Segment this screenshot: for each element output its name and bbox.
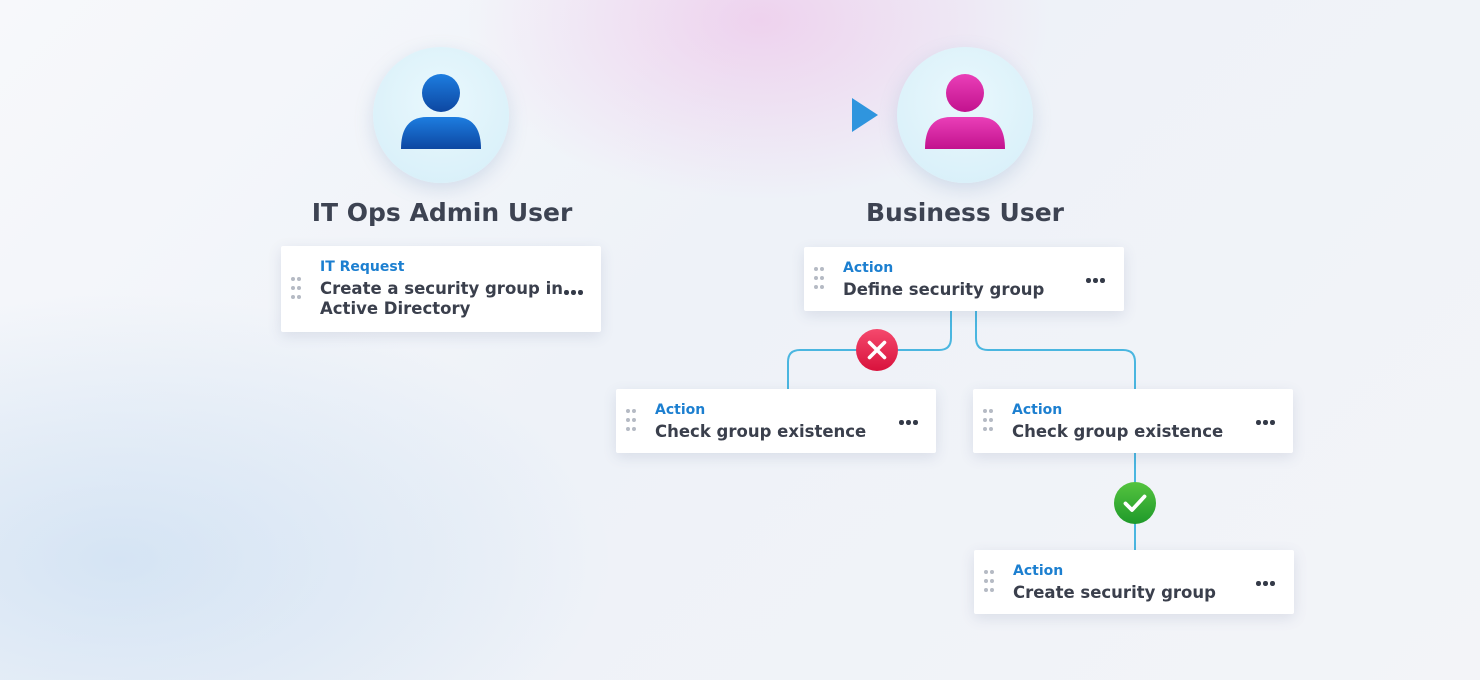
card-title: Check group existence [655, 422, 867, 441]
check-group-existence-card-right[interactable]: Action Check group existence [973, 389, 1293, 453]
create-security-group-card[interactable]: Action Create security group [974, 550, 1294, 614]
card-title: Check group existence [1012, 422, 1224, 441]
it-ops-title: IT Ops Admin User [311, 198, 573, 227]
card-title-line2: Active Directory [320, 299, 471, 318]
drag-handle-icon[interactable] [983, 409, 993, 433]
business-avatar [897, 47, 1033, 183]
more-options-icon[interactable] [898, 418, 920, 426]
more-options-icon[interactable] [1085, 276, 1107, 284]
more-options-icon[interactable] [563, 288, 585, 296]
card-type-label: Action [1013, 563, 1064, 579]
more-options-icon[interactable] [1255, 418, 1277, 426]
card-title: Define security group [843, 280, 1045, 299]
card-title-line1: Create a security group in [320, 279, 563, 298]
it-request-card[interactable]: IT Request Create a security group in Ac… [281, 246, 601, 332]
card-type-label: IT Request [320, 259, 405, 275]
define-security-group-card[interactable]: Action Define security group [804, 247, 1124, 311]
card-type-label: Action [843, 260, 894, 276]
card-type-label: Action [655, 402, 706, 418]
x-icon [856, 329, 898, 371]
person-icon [925, 74, 1005, 149]
check-icon [1114, 482, 1156, 524]
check-group-existence-card-left[interactable]: Action Check group existence [616, 389, 936, 453]
card-title: Create security group [1013, 583, 1216, 602]
drag-handle-icon[interactable] [814, 267, 824, 291]
it-ops-avatar [373, 47, 509, 183]
business-title: Business User [866, 198, 1064, 227]
drag-handle-icon[interactable] [291, 277, 301, 301]
card-type-label: Action [1012, 402, 1063, 418]
handoff-arrow-head [852, 98, 878, 132]
drag-handle-icon[interactable] [984, 570, 994, 594]
person-icon [401, 74, 481, 149]
drag-handle-icon[interactable] [626, 409, 636, 433]
connector-right [975, 311, 1136, 389]
more-options-icon[interactable] [1255, 579, 1277, 587]
